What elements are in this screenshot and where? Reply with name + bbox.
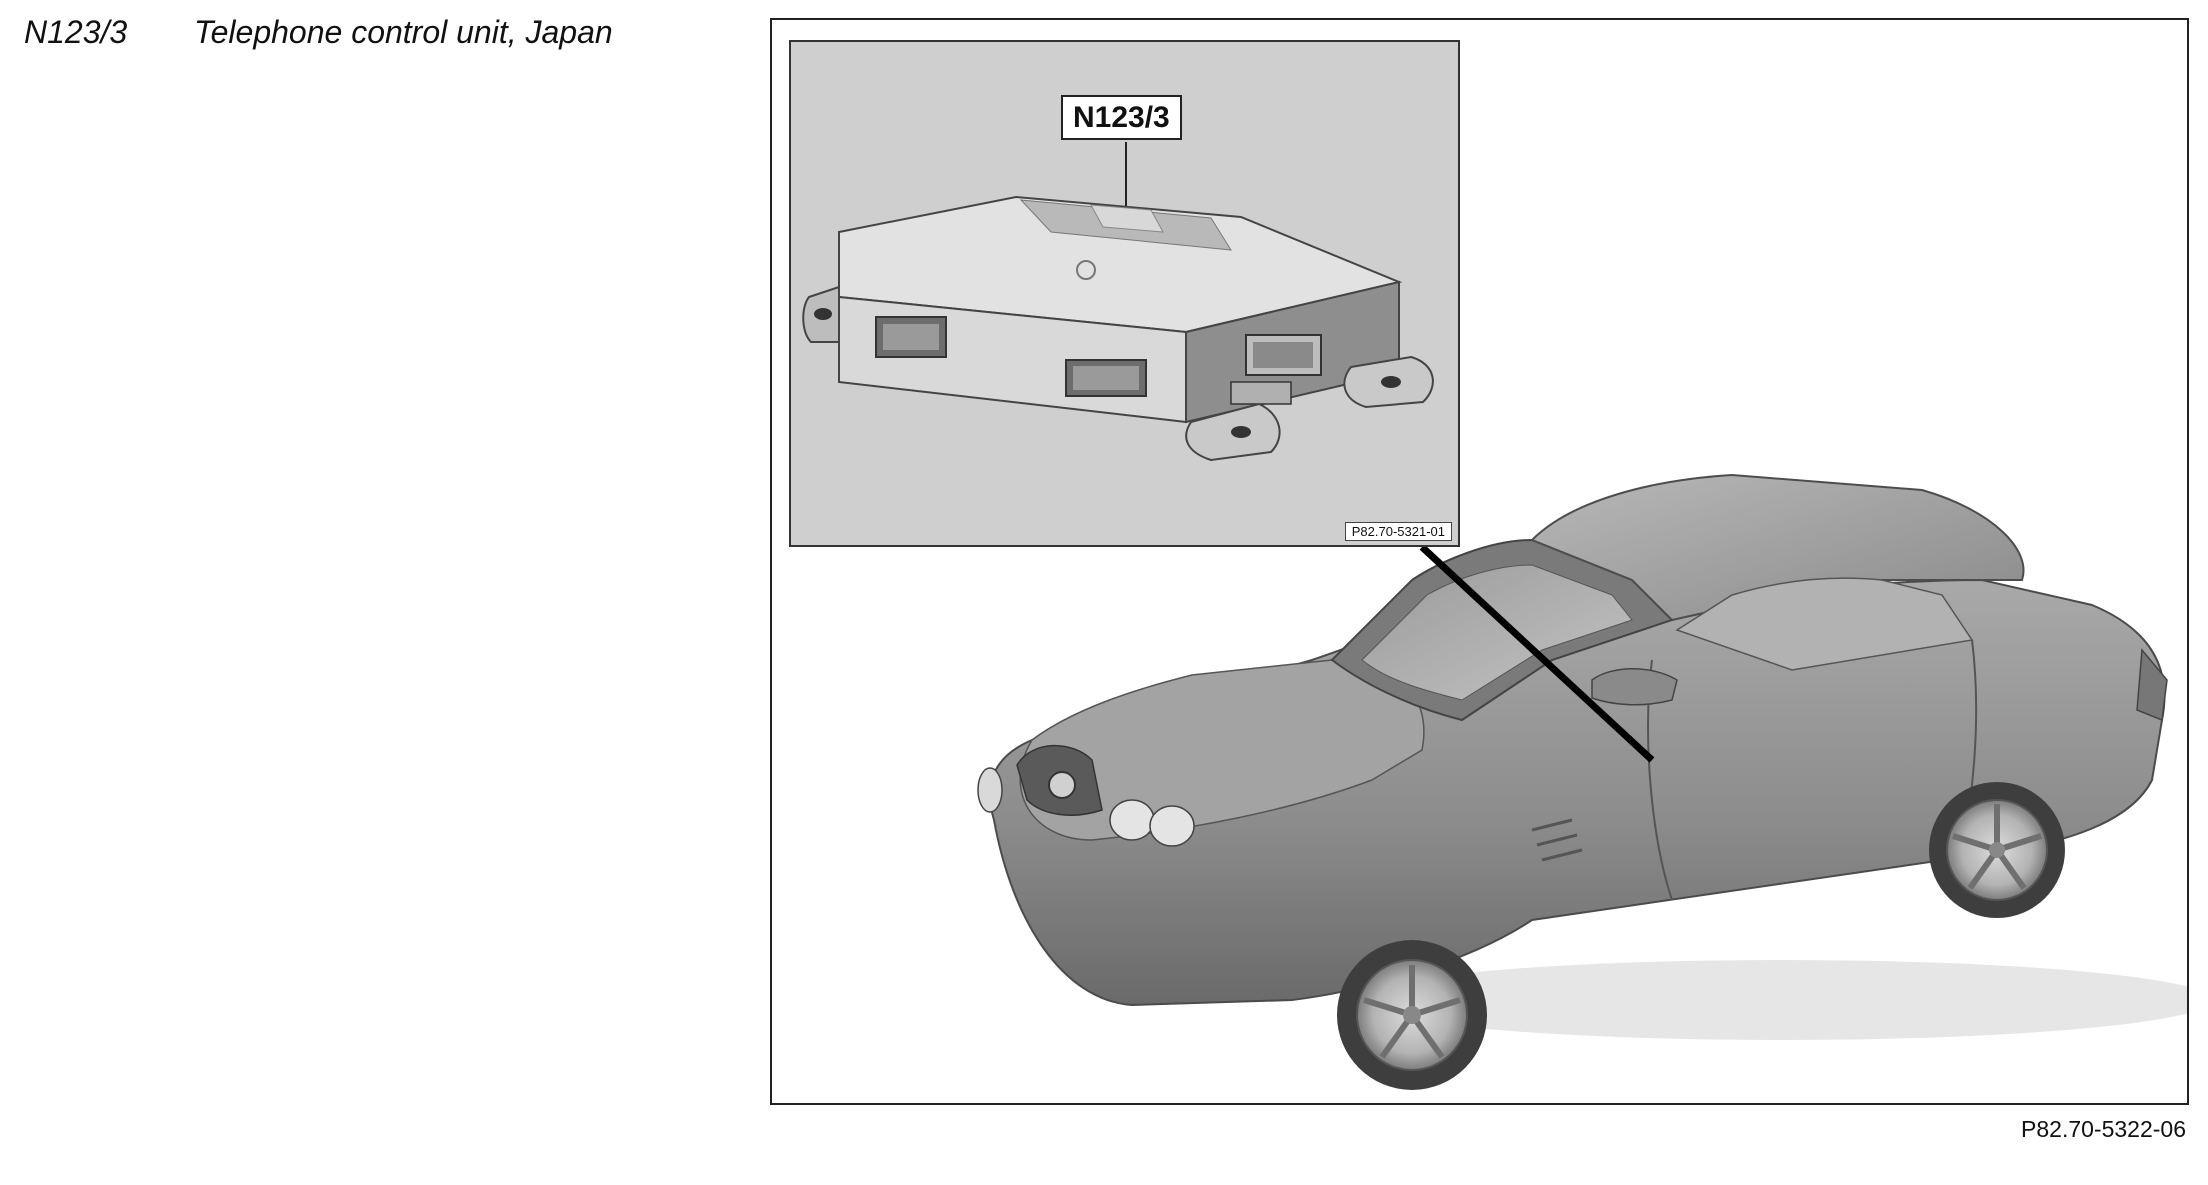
ground-shadow	[1352, 960, 2187, 1040]
car-hood	[1019, 659, 1425, 841]
control-unit-illustration	[802, 142, 1434, 462]
figure-reference: P82.70-5322-06	[2021, 1116, 2186, 1142]
side-vents	[1531, 818, 1583, 862]
car-roof	[1530, 473, 2025, 622]
emblem	[1048, 771, 1076, 799]
illustration-frame: N123/3 P82.70-5321-01	[770, 18, 2189, 1105]
side-mirror	[1591, 668, 1678, 706]
detail-inset: N123/3 P82.70-5321-01	[789, 40, 1460, 547]
callout-label: N123/3	[1061, 95, 1182, 140]
side-window	[1675, 577, 1974, 671]
car-illustration	[977, 473, 2187, 1090]
inset-reference: P82.70-5321-01	[1344, 522, 1452, 541]
headlight	[1109, 799, 1155, 841]
leader-line	[1419, 544, 1655, 763]
component-title: Telephone control unit, Japan	[194, 14, 613, 50]
component-code: N123/3	[24, 14, 128, 50]
figure-caption: N123/3 Telephone control unit, Japan	[24, 14, 613, 51]
